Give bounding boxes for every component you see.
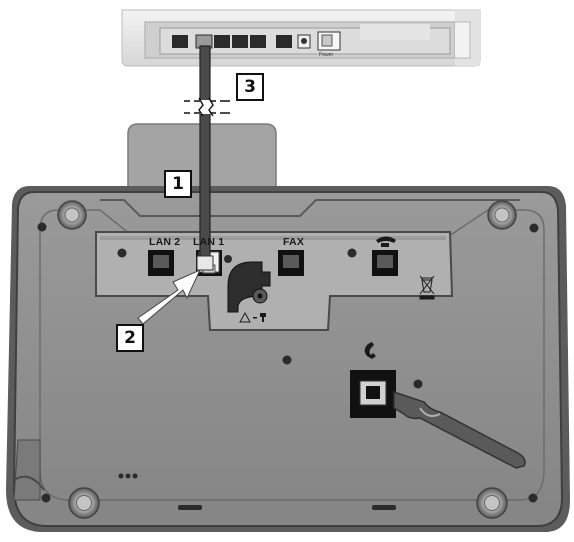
rubber-foot-bottom-left bbox=[68, 487, 100, 519]
power-connector bbox=[227, 261, 271, 313]
rubber-foot-top-right bbox=[487, 200, 517, 230]
lan-cable bbox=[184, 45, 230, 271]
router-power-label: Power bbox=[319, 52, 334, 58]
port-label-lan2: LAN 2 bbox=[149, 236, 181, 248]
router-lan-port-5 bbox=[250, 35, 266, 48]
handset-cable-channel bbox=[393, 390, 526, 469]
screw-holes bbox=[37, 222, 539, 503]
vent-dots bbox=[118, 473, 138, 479]
jack-fax bbox=[278, 250, 304, 276]
insertion-arrow bbox=[137, 269, 202, 325]
rubber-foot-bottom-right bbox=[476, 487, 508, 519]
callout-1: 1 bbox=[164, 170, 192, 198]
router-lan-port-3 bbox=[214, 35, 230, 48]
jack-handset bbox=[350, 370, 396, 418]
rubber-foot-top-left bbox=[57, 200, 87, 230]
power-supply-warning-icon bbox=[239, 311, 266, 323]
callout-3: 3 bbox=[236, 73, 264, 101]
port-label-fax: FAX bbox=[283, 236, 305, 248]
jack-phone-line bbox=[372, 250, 398, 276]
telephone-line-icon bbox=[376, 236, 396, 247]
jack-lan2 bbox=[148, 250, 174, 276]
router-wan-port bbox=[276, 35, 292, 48]
router bbox=[121, 9, 481, 67]
router-lan-port-1 bbox=[172, 35, 188, 48]
crossed-out-wheelie-bin-icon bbox=[419, 275, 435, 300]
router-lan-port-4 bbox=[232, 35, 248, 48]
port-label-lan1: LAN 1 bbox=[193, 236, 225, 248]
callout-2: 2 bbox=[116, 324, 144, 352]
handset-icon bbox=[364, 342, 376, 359]
